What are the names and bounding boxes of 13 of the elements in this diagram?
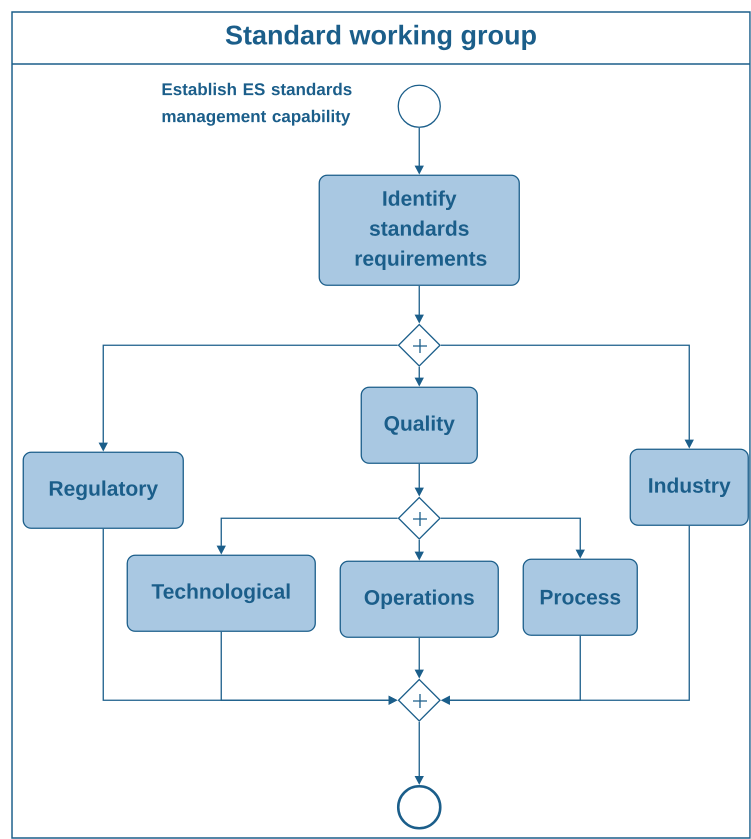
task-box: Operations (340, 560, 499, 638)
gateway-diamond (398, 678, 441, 722)
event-circle (398, 84, 441, 128)
task-box: Industry (630, 448, 749, 526)
task-box: Regulatory (22, 452, 184, 529)
task-box: Identify standards requirements (318, 174, 520, 286)
event-label: Establish ES standards management capability (162, 82, 352, 126)
task-box: Process (522, 558, 638, 636)
gateway-diamond (398, 324, 441, 367)
task-box: Quality (360, 386, 478, 464)
task-box: Technological (126, 554, 316, 632)
gateway-diamond (398, 496, 441, 540)
event-circle (396, 784, 442, 830)
